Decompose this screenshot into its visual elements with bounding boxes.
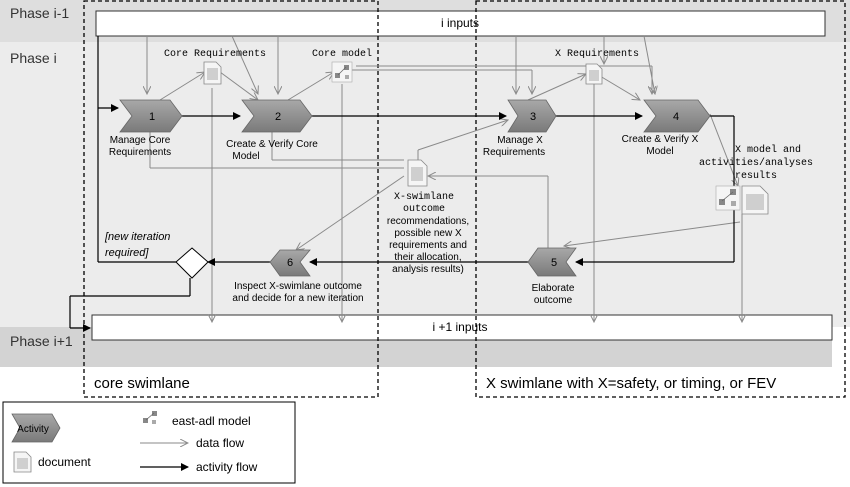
activity-1-number: 1 xyxy=(149,111,155,123)
x-model-label-line3: results xyxy=(735,170,777,182)
x-swimlane-frame xyxy=(475,0,846,398)
activity-6-label-line2: and decide for a new iteration xyxy=(232,293,363,304)
x-requirements-document xyxy=(585,63,603,85)
legend-document-label: document xyxy=(38,455,91,469)
activity-2-label-line1: Create & Verify Core xyxy=(226,139,318,150)
activity-1-label-line2: Requirements xyxy=(109,147,171,158)
activity-5-label-line1: Elaborate xyxy=(532,283,575,294)
x-swimlane-label: X swimlane with X=safety, or timing, or … xyxy=(486,375,776,392)
inputs-top-label: i inputs xyxy=(441,16,479,30)
core-swimlane-label: core swimlane xyxy=(94,375,190,392)
activity-5-label-line2: outcome xyxy=(534,295,573,306)
activity-2-shape xyxy=(241,99,313,133)
inputs-bottom-label: i +1 inputs xyxy=(432,320,487,334)
decision-label-line1: [new iteration xyxy=(104,231,170,243)
x-model-label-line2: activities/analyses xyxy=(699,157,813,169)
phase-next-label: Phase i+1 xyxy=(10,333,73,349)
activity-2-label-line2: Model xyxy=(232,151,259,162)
x-outcome-detail-line2: possible new X xyxy=(394,228,462,239)
decision-label-line2: required] xyxy=(105,247,149,259)
legend-model-label: east-adl model xyxy=(172,414,251,428)
activity-6-label-line1: Inspect X-swimlane outcome xyxy=(234,281,362,292)
activity-5-shape xyxy=(527,247,577,277)
activity-1: 1 Manage Core Requirements xyxy=(109,99,183,158)
x-requirements-label: X Requirements xyxy=(555,48,639,60)
activity-3-label-line2: Requirements xyxy=(483,147,545,158)
activity-3: 3 Manage X Requirements xyxy=(483,99,557,158)
x-outcome-label-line2: outcome xyxy=(403,204,445,215)
core-requirements-document xyxy=(203,61,222,85)
legend-activity-chip xyxy=(11,413,61,443)
legend: Activity document east-adl model data fl… xyxy=(2,401,296,484)
core-model-label: Core model xyxy=(312,48,372,60)
activity-4-label-line2: Model xyxy=(646,146,673,157)
x-outcome-label-line1: X-swimlane xyxy=(394,191,454,203)
inputs-top-bar xyxy=(95,10,826,37)
activity-6-shape xyxy=(269,249,311,277)
activity-1-label-line1: Manage Core xyxy=(110,135,171,146)
activity-4: 4 Create & Verify X Model xyxy=(622,99,711,157)
activity-1-shape xyxy=(119,99,183,133)
activity-3-number: 3 xyxy=(530,111,536,123)
x-outcome-detail-line1: recommendations, xyxy=(387,216,469,227)
activity-5: 5 Elaborate outcome xyxy=(527,247,577,306)
x-model-label-line1: X model and xyxy=(735,144,801,156)
data-flow-lines xyxy=(147,35,742,322)
x-outcome-detail-line3: requirements and xyxy=(389,240,467,251)
activity-3-shape xyxy=(507,99,557,133)
activity-6: 6 Inspect X-swimlane outcome and decide … xyxy=(232,249,364,304)
core-model-artifact xyxy=(331,61,353,83)
decision-diamond xyxy=(175,247,209,279)
model-icon xyxy=(719,189,736,206)
x-outcome-detail-line4: their allocation, xyxy=(394,252,461,263)
x-outcome-detail-line5: analysis results) xyxy=(392,264,464,275)
legend-model-icon xyxy=(143,411,157,424)
core-requirements-label: Core Requirements xyxy=(164,48,266,60)
legend-activity-label: Activity xyxy=(17,424,49,435)
x-model-artifacts xyxy=(715,185,769,215)
model-icon xyxy=(335,65,349,79)
legend-activity-flow-label: activity flow xyxy=(196,460,258,474)
activity-2: 2 Create & Verify Core Model xyxy=(226,99,318,162)
phase-current-label: Phase i xyxy=(10,50,57,66)
activity-2-number: 2 xyxy=(275,111,281,123)
legend-data-flow-label: data flow xyxy=(196,436,244,450)
activity-4-shape xyxy=(643,99,711,133)
phase-prev-label: Phase i-1 xyxy=(10,5,69,21)
core-swimlane-frame xyxy=(83,0,379,398)
activity-5-number: 5 xyxy=(551,257,557,269)
x-outcome-document xyxy=(407,159,428,187)
activity-3-label-line1: Manage X xyxy=(497,135,543,146)
activity-4-label-line1: Create & Verify X xyxy=(622,134,699,145)
activity-6-number: 6 xyxy=(287,257,293,269)
activity-4-number: 4 xyxy=(673,111,679,123)
